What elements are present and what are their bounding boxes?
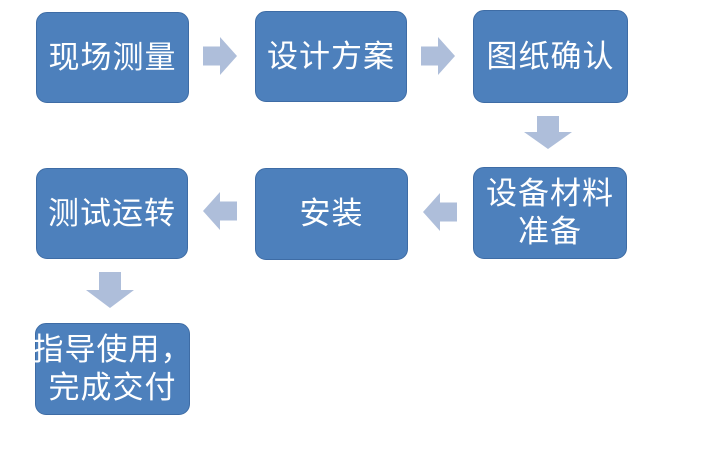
flow-step-label-line1: 指导使用， bbox=[32, 332, 193, 367]
arrow-right-icon bbox=[203, 37, 237, 75]
flow-step-drawing-confirmation: 图纸确认 bbox=[473, 10, 628, 103]
arrow-left-icon bbox=[203, 192, 237, 230]
flow-step-test-operation: 测试运转 bbox=[36, 168, 188, 259]
flow-step-label: 测试运转 bbox=[48, 195, 176, 231]
flow-step-equipment-material-preparation: 设备材料 准备 bbox=[473, 167, 627, 259]
arrow-down-icon bbox=[86, 272, 134, 308]
flow-step-label: 现场测量 bbox=[48, 39, 177, 75]
flow-step-label-line2: 准备 bbox=[518, 214, 582, 249]
flow-step-guide-usage-delivery: 指导使用， 完成交付 bbox=[32, 323, 193, 415]
flow-step-label: 图纸确认 bbox=[486, 38, 615, 74]
flow-step-label-line2: 完成交付 bbox=[48, 370, 177, 405]
arrow-right-icon bbox=[421, 37, 455, 75]
flow-step-design-plan: 设计方案 bbox=[255, 11, 407, 102]
arrow-left-icon bbox=[423, 193, 457, 231]
flow-step-label: 设计方案 bbox=[267, 38, 395, 74]
flow-step-label-line1: 设备材料 bbox=[486, 176, 614, 211]
flow-step-label: 安装 bbox=[299, 196, 364, 231]
flow-step-installation: 安装 bbox=[255, 168, 408, 260]
arrow-down-icon bbox=[524, 116, 572, 149]
flow-step-onsite-measurement: 现场测量 bbox=[36, 12, 189, 103]
